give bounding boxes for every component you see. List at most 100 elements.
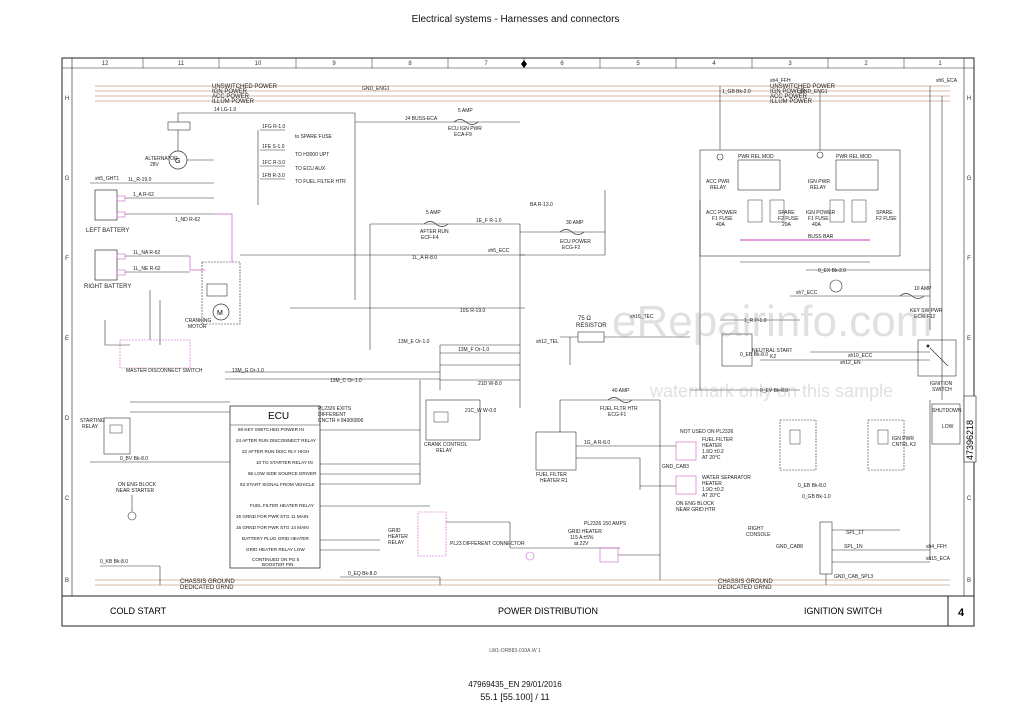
col-label: 10 xyxy=(255,61,262,67)
col-label: 11 xyxy=(178,61,185,67)
svg-text:ECU POWER: ECU POWER xyxy=(560,239,591,245)
cranking-motor: M CRANKING MOTOR xyxy=(185,261,241,330)
svg-text:BUSS BAR: BUSS BAR xyxy=(808,234,834,240)
svg-text:C: C xyxy=(967,496,972,502)
diagram-frame xyxy=(61,57,975,627)
svg-text:BA R-13.0: BA R-13.0 xyxy=(530,202,553,208)
svg-text:AFTER RUN: AFTER RUN xyxy=(420,229,449,235)
svg-text:FUEL FILTER HEATER RELAY: FUEL FILTER HEATER RELAY xyxy=(250,503,314,508)
svg-text:ECM-F12: ECM-F12 xyxy=(914,314,936,320)
svg-text:RELAY: RELAY xyxy=(436,448,453,454)
svg-text:1FC R-3.0: 1FC R-3.0 xyxy=(262,160,285,166)
svg-text:sh5_ECC: sh5_ECC xyxy=(488,248,510,254)
svg-text:1L_A R-8.0: 1L_A R-8.0 xyxy=(412,255,437,261)
svg-text:sh7_ECC: sh7_ECC xyxy=(796,290,818,296)
svg-text:1FB R-3.0: 1FB R-3.0 xyxy=(262,173,285,179)
svg-text:30 AMP: 30 AMP xyxy=(566,220,584,226)
footer-doc-ref: 47969435_EN 29/01/2016 xyxy=(468,680,562,689)
svg-text:NEAR GRID HTR: NEAR GRID HTR xyxy=(676,507,716,513)
svg-text:F1 FUSE: F1 FUSE xyxy=(712,216,733,222)
svg-text:0_BV Bk-8.0: 0_BV Bk-8.0 xyxy=(120,456,148,462)
svg-text:TO FUEL FILTER HTR: TO FUEL FILTER HTR xyxy=(295,179,346,185)
svg-text:IGN PWR: IGN PWR xyxy=(808,179,830,185)
svg-text:IGNITION: IGNITION xyxy=(930,381,953,387)
col-label: 7 xyxy=(484,61,488,67)
power-relay-module: PWR REL MOD ACC PWR RELAY PWR REL MOD IG… xyxy=(699,149,901,257)
svg-text:GRID: GRID xyxy=(388,528,401,534)
svg-text:69 KEY SWITCHED POWER IN: 69 KEY SWITCHED POWER IN xyxy=(238,427,304,432)
svg-text:40A: 40A xyxy=(716,222,726,228)
svg-text:ECG-F1: ECG-F1 xyxy=(608,412,627,418)
svg-text:13M_F Or-1.0: 13M_F Or-1.0 xyxy=(458,347,489,353)
svg-text:WATER SEPARATOR: WATER SEPARATOR xyxy=(702,475,751,481)
svg-text:21D W-8.0: 21D W-8.0 xyxy=(478,381,502,387)
starting-relay: STARTING RELAY xyxy=(80,417,131,455)
svg-text:GND_ENG1: GND_ENG1 xyxy=(800,89,828,95)
svg-text:sh15_ECA: sh15_ECA xyxy=(926,556,951,562)
ecu-title: ECU xyxy=(268,411,289,422)
rail-label: ILLUM POWER xyxy=(770,99,813,105)
svg-text:CRANK CONTROL: CRANK CONTROL xyxy=(424,442,468,448)
svg-text:MOTOR: MOTOR xyxy=(188,324,207,330)
fuel-filter-heater-r1: FUEL FILTER HEATER R1 xyxy=(535,431,577,484)
svg-text:KEY SW PWR: KEY SW PWR xyxy=(910,308,943,314)
svg-text:GND_CAB3: GND_CAB3 xyxy=(662,464,689,470)
svg-text:TO H3000 UPT: TO H3000 UPT xyxy=(295,152,329,158)
ground-rails: CHASSIS GROUND DEDICATED GRND CHASSIS GR… xyxy=(95,579,950,591)
footer-page: 55.1 [55.100] / 11 xyxy=(480,692,550,702)
rail-label: ILLUM POWER xyxy=(212,99,255,105)
side-code: 47396218 xyxy=(965,420,975,460)
svg-text:10S R-19.0: 10S R-19.0 xyxy=(460,308,486,314)
svg-text:1FE S-1.0: 1FE S-1.0 xyxy=(262,144,285,150)
svg-text:1_ND R-62: 1_ND R-62 xyxy=(175,217,200,223)
right-console-connector: RIGHT CONSOLE SPL_1N SPL_1T GND_CAB8 GND… xyxy=(746,521,930,580)
svg-text:BATTERY PLUG GRID HEATER: BATTERY PLUG GRID HEATER xyxy=(242,536,309,541)
col-label: 5 xyxy=(636,61,640,67)
fuse-ecu-ign-pwr: 5 AMP ECU IGN PWR ECA-F9 xyxy=(448,108,482,138)
svg-text:28V: 28V xyxy=(150,162,160,168)
ecu-block: ECU 69 KEY SWITCHED POWER IN 24 AFTER RU… xyxy=(229,405,364,569)
rail-label: ACC POWER xyxy=(212,94,250,100)
crank-control-relay: CRANK CONTROL RELAY xyxy=(424,399,481,454)
svg-text:ECF-F4: ECF-F4 xyxy=(421,235,439,241)
svg-text:1L_NE R-62: 1L_NE R-62 xyxy=(133,266,161,272)
svg-text:BOOSTER PIN: BOOSTER PIN xyxy=(262,562,293,567)
svg-text:86 LOW SIDE SOURCE DRIVER: 86 LOW SIDE SOURCE DRIVER xyxy=(248,471,317,476)
svg-text:F1 FUSE: F1 FUSE xyxy=(808,216,829,222)
svg-text:0_EV Bk-8.0: 0_EV Bk-8.0 xyxy=(760,388,788,394)
svg-text:RELAY: RELAY xyxy=(710,185,727,191)
svg-text:1.9Ω ±0.2: 1.9Ω ±0.2 xyxy=(702,449,724,455)
svg-text:RIGHT: RIGHT xyxy=(748,526,764,532)
title-ignition-switch: IGNITION SWITCH xyxy=(804,606,882,616)
svg-text:GRID HEATER RELAY LOW: GRID HEATER RELAY LOW xyxy=(246,547,305,552)
svg-text:D: D xyxy=(65,416,70,422)
rail-label: IGN POWER xyxy=(212,89,248,95)
fuse-ecu-power: 30 AMP ECU POWER ECG-F2 BA R-13.0 xyxy=(520,190,606,256)
svg-text:SWITCH: SWITCH xyxy=(932,387,952,393)
svg-text:sh12_EN: sh12_EN xyxy=(840,360,861,366)
page-header-title: Electrical systems - Harnesses and conne… xyxy=(411,14,620,25)
svg-text:FUEL FILTER: FUEL FILTER xyxy=(536,472,567,478)
svg-text:sh16_TEC: sh16_TEC xyxy=(630,314,654,320)
svg-text:21C_W W-0.0: 21C_W W-0.0 xyxy=(465,408,497,414)
svg-text:HEATER: HEATER xyxy=(702,481,722,487)
svg-text:0_EQ Bk-8.0: 0_EQ Bk-8.0 xyxy=(348,571,377,577)
power-rails: UNSWITCHED POWER IGN POWER ACC POWER ILL… xyxy=(95,84,950,105)
svg-text:IGN POWER: IGN POWER xyxy=(806,210,836,216)
svg-text:ALTERNATOR: ALTERNATOR xyxy=(145,156,178,162)
column-labels: 12 11 10 9 8 7 6 5 4 3 2 1 xyxy=(102,61,943,67)
left-battery: LEFT BATTERY 1_A R-62 1_ND R-62 xyxy=(86,189,214,234)
ecb-relay xyxy=(779,419,817,471)
master-disconnect-switch: MASTER DISCONNECT SWITCH xyxy=(104,290,203,374)
svg-text:10 AMP: 10 AMP xyxy=(914,286,932,292)
svg-text:RELAY: RELAY xyxy=(82,424,99,430)
svg-text:AT 20°C: AT 20°C xyxy=(702,455,721,461)
svg-text:G: G xyxy=(175,158,180,165)
watermark: eRepairinfo.com watermark only on this s… xyxy=(612,297,932,401)
right-battery: RIGHT BATTERY 1L_NA R-62 1L_NE R-62 xyxy=(84,249,190,290)
svg-text:watermark only on this sample: watermark only on this sample xyxy=(649,381,893,401)
svg-text:63 START SIGNAL FROM VEHICLE: 63 START SIGNAL FROM VEHICLE xyxy=(240,482,315,487)
svg-text:DIFFERENT: DIFFERENT xyxy=(318,412,346,418)
svg-text:sh4_FFH: sh4_FFH xyxy=(770,78,791,84)
svg-text:NEAR STARTER: NEAR STARTER xyxy=(116,488,155,494)
